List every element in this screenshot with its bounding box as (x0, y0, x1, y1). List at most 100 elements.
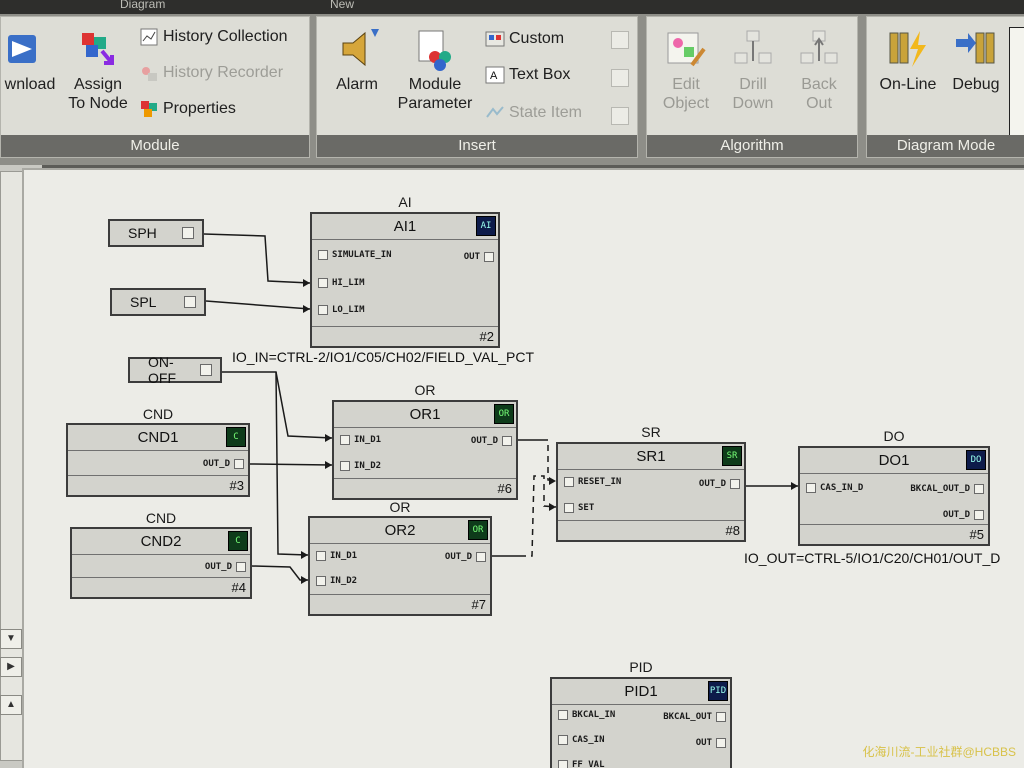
ai1-block-number: #2 (479, 329, 494, 344)
debug-icon (956, 32, 995, 64)
history-collection-icon (140, 28, 158, 46)
insert-extra-icon-1[interactable] (611, 31, 629, 49)
or1-pin-out-d[interactable]: OUT_D (471, 436, 512, 446)
param-spl[interactable]: SPL (110, 288, 206, 316)
on-line-icon (889, 31, 926, 67)
watermark: 化海川流-工业社群@HCBBS (862, 745, 1016, 759)
pid1-pin-ff-val[interactable]: FF_VAL (558, 760, 605, 768)
do1-block-number: #5 (969, 527, 984, 542)
module-parameter-icon (418, 30, 451, 71)
diagram-mode-extra-panel[interactable] (1009, 27, 1024, 137)
text-box-button[interactable]: A Text Box (485, 65, 570, 85)
block-pid1[interactable]: PID1 PID BKCAL_IN CAS_IN FF_VAL BKCAL_OU… (550, 677, 732, 768)
cnd2-block-icon: C (228, 531, 248, 551)
or1-type-label: OR (414, 382, 436, 398)
assign-to-node-button[interactable]: Assign To Node (63, 27, 133, 113)
on-line-button[interactable]: On-Line (873, 27, 943, 94)
or1-pin-in-d1[interactable]: IN_D1 (340, 435, 381, 445)
param-sph[interactable]: SPH (108, 219, 204, 247)
pid1-type-label: PID (629, 659, 653, 675)
do1-pin-out-d[interactable]: OUT_D (943, 510, 984, 520)
or1-pin-in-d2[interactable]: IN_D2 (340, 461, 381, 471)
block-ai1-name: AI1 (312, 214, 498, 240)
back-out-icon (800, 30, 838, 64)
nav-right-button[interactable]: ▶ (0, 657, 22, 677)
block-sr1-name: SR1 (558, 444, 744, 470)
edit-object-icon (667, 32, 706, 67)
alarm-icon (342, 29, 379, 67)
edit-object-button[interactable]: Edit Object (653, 27, 719, 113)
ai1-pin-simulate-in[interactable]: SIMULATE_IN (318, 250, 392, 260)
cnd1-pin-out-d[interactable]: OUT_D (203, 459, 244, 469)
or2-pin-out-d[interactable]: OUT_D (445, 552, 486, 562)
block-cnd1-name: CND1 (68, 425, 248, 451)
or2-block-number: #7 (471, 597, 486, 612)
diagram-mode-group-title: Diagram Mode (867, 135, 1024, 157)
insert-group: Alarm Module Parameter Custom A Text Box (316, 16, 638, 158)
drill-down-icon (734, 30, 772, 64)
diagram-mode-group: On-Line Debug Diagram Mode (866, 16, 1024, 158)
tab-new[interactable]: New (330, 0, 355, 11)
block-cnd2-name: CND2 (72, 529, 250, 555)
pid1-pin-bkcal-out[interactable]: BKCAL_OUT (663, 712, 726, 722)
sr1-pin-set[interactable]: SET (564, 503, 594, 513)
block-ai1[interactable]: AI1 AI SIMULATE_IN HI_LIM LO_LIM OUT #2 (310, 212, 500, 348)
param-spl-pin[interactable] (184, 296, 196, 308)
block-cnd2[interactable]: CND2 C OUT_D #4 (70, 527, 252, 599)
do1-pin-cas-in-d[interactable]: CAS_IN_D (806, 483, 863, 493)
history-recorder-button[interactable]: History Recorder (139, 63, 283, 83)
history-collection-button[interactable]: History Collection (139, 27, 287, 47)
block-do1[interactable]: DO1 DO CAS_IN_D BKCAL_OUT_D OUT_D #5 (798, 446, 990, 546)
properties-button[interactable]: Properties (139, 99, 236, 119)
properties-icon (141, 101, 157, 117)
block-sr1[interactable]: SR1 SR RESET_IN SET OUT_D #8 (556, 442, 746, 542)
ai1-pin-out[interactable]: OUT (464, 252, 494, 262)
sr1-pin-reset-in[interactable]: RESET_IN (564, 477, 621, 487)
cnd2-type-label: CND (145, 510, 177, 526)
alarm-button[interactable]: Alarm (325, 27, 389, 94)
pid1-pin-out[interactable]: OUT (696, 738, 726, 748)
custom-button[interactable]: Custom (485, 29, 564, 49)
do1-type-label: DO (883, 428, 905, 444)
sr1-block-icon: SR (722, 446, 742, 466)
or2-pin-in-d2[interactable]: IN_D2 (316, 576, 357, 586)
tab-diagram[interactable]: Diagram (120, 0, 166, 11)
block-or2-name: OR2 (310, 518, 490, 544)
param-on-off[interactable]: ON-OFF (128, 354, 222, 386)
back-out-button[interactable]: Back Out (789, 27, 849, 113)
debug-button[interactable]: Debug (947, 27, 1005, 94)
insert-extra-icon-2[interactable] (611, 69, 629, 87)
module-group-title: Module (1, 135, 309, 157)
download-button[interactable]: wnload (1, 27, 59, 94)
svg-text:A: A (490, 70, 498, 82)
or2-pin-in-d1[interactable]: IN_D1 (316, 551, 357, 561)
block-cnd1[interactable]: CND1 C OUT_D #3 (66, 423, 250, 497)
param-sph-pin[interactable] (182, 227, 194, 239)
do1-pin-bkcal-out-d[interactable]: BKCAL_OUT_D (910, 484, 984, 494)
param-on-off-pin[interactable] (200, 364, 212, 376)
sr1-block-number: #8 (725, 523, 740, 538)
or1-block-icon: OR (494, 404, 514, 424)
drill-down-button[interactable]: Drill Down (723, 27, 783, 113)
or2-type-label: OR (389, 499, 411, 515)
cnd1-block-icon: C (226, 427, 246, 447)
block-or1[interactable]: OR1 OR IN_D1 IN_D2 OUT_D #6 (332, 400, 518, 500)
do1-block-icon: DO (966, 450, 986, 470)
ai1-pin-hi-lim[interactable]: HI_LIM (318, 278, 365, 288)
cnd2-pin-out-d[interactable]: OUT_D (205, 562, 246, 572)
scroll-up-button[interactable]: ▲ (0, 695, 22, 715)
insert-extra-icon-3[interactable] (611, 107, 629, 125)
block-do1-name: DO1 (800, 448, 988, 474)
block-pid1-name: PID1 (552, 679, 730, 705)
sr1-pin-out-d[interactable]: OUT_D (699, 479, 740, 489)
pid1-pin-bkcal-in[interactable]: BKCAL_IN (558, 710, 615, 720)
ai1-pin-lo-lim[interactable]: LO_LIM (318, 305, 365, 315)
block-or2[interactable]: OR2 OR IN_D1 IN_D2 OUT_D #7 (308, 516, 492, 616)
sr1-type-label: SR (641, 424, 661, 440)
pid1-pin-cas-in[interactable]: CAS_IN (558, 735, 605, 745)
algorithm-group-title: Algorithm (647, 135, 857, 157)
ai1-type-label: AI (398, 194, 412, 210)
nav-down-button[interactable]: ▼ (0, 629, 22, 649)
module-parameter-button[interactable]: Module Parameter (393, 27, 477, 113)
state-item-button[interactable]: State Item (485, 103, 582, 123)
